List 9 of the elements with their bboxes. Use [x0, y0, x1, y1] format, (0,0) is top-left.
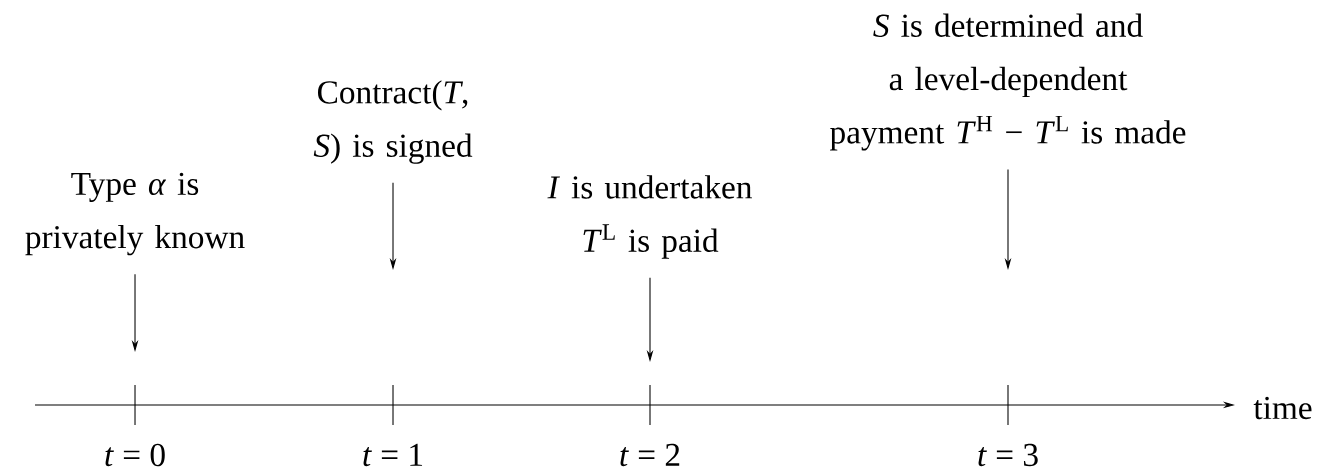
axis-label: time: [1253, 396, 1312, 420]
event-label: Contract(T, S) is signed: [313, 80, 473, 164]
event-label: S is determined and a level-dependent payment T$^{H}$ − T$^{L}$ is made: [830, 13, 1186, 151]
time-point-label: t = 2: [620, 443, 680, 467]
event-label: I is undertaken T$^{L}$ is paid: [547, 175, 752, 259]
time-point-label: t = 0: [105, 443, 165, 467]
time-point-label: t = 1: [363, 443, 423, 467]
event-label: Type α is privately known: [25, 172, 245, 256]
time-point-label: t = 3: [978, 443, 1038, 467]
